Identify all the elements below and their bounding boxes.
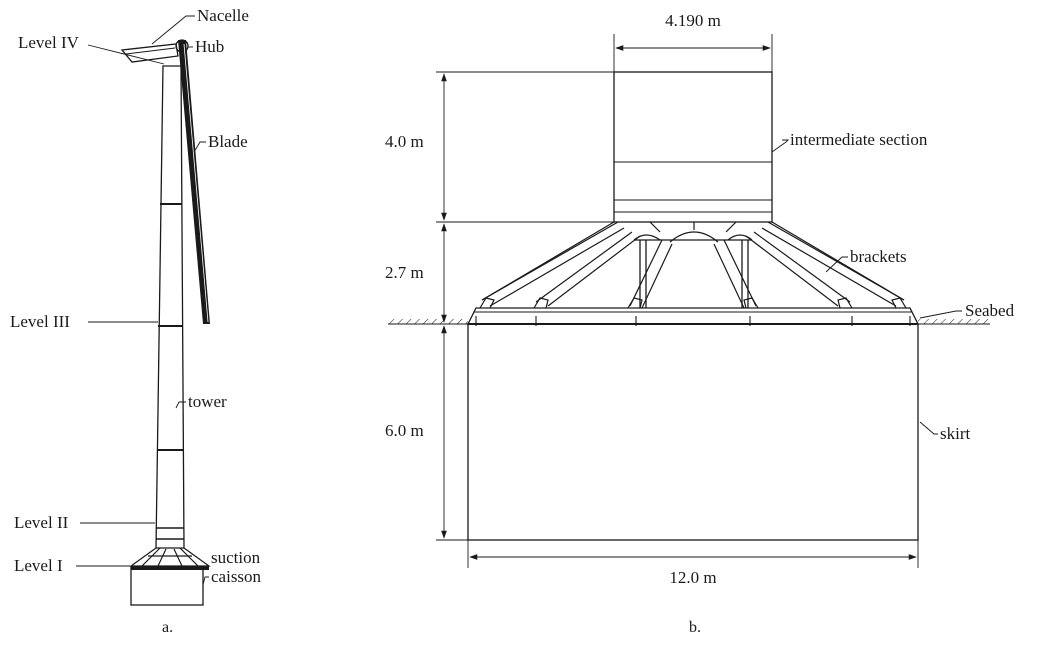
panel-b-leaders: [771, 139, 962, 435]
panel-b-caption: b.: [689, 619, 701, 636]
brackets-label: brackets: [850, 247, 907, 266]
dimension-lines: [436, 34, 919, 568]
suction-caisson-label-line1: suction: [211, 548, 261, 567]
tower-section-joints: [156, 203, 184, 540]
skirt-height-label: 6.0 m: [385, 421, 424, 440]
suction-caisson-label-line2: caisson: [211, 567, 262, 586]
seabed-label: Seabed: [965, 301, 1015, 320]
skirt-label: skirt: [940, 424, 971, 443]
tower-shaft: [155, 65, 185, 549]
top-width-label: 4.190 m: [665, 11, 721, 30]
nacelle-label: Nacelle: [197, 6, 249, 25]
bracket-struts: [481, 221, 905, 309]
turbine-brackets: [129, 547, 211, 567]
level-iv-label: Level IV: [18, 33, 80, 52]
intermediate-height-label: 4.0 m: [385, 132, 424, 151]
base-width-label: 12.0 m: [669, 568, 716, 587]
intermediate-section-label: intermediate section: [790, 130, 928, 149]
suction-caisson-shape: [130, 566, 204, 606]
hub-label: Hub: [195, 37, 224, 56]
blade-label: Blade: [208, 132, 248, 151]
level-i-label: Level I: [14, 556, 63, 575]
intermediate-section-shape: [613, 71, 773, 223]
bracket-feet: [479, 297, 907, 309]
panel-b-foundation: [388, 71, 990, 541]
tower-label: tower: [188, 392, 227, 411]
seabed-hatch-right: [918, 319, 990, 324]
panel-a-caption: a.: [162, 619, 173, 636]
level-ii-label: Level II: [14, 513, 69, 532]
skirt-shape: [467, 323, 919, 541]
bracket-height-label: 2.7 m: [385, 263, 424, 282]
panel-a-leaders: [76, 15, 209, 586]
seabed-hatch-left: [388, 319, 468, 324]
level-iii-label: Level III: [10, 312, 70, 331]
central-arches: [633, 231, 753, 308]
nacelle-shape: [120, 43, 179, 63]
panel-a-turbine: [120, 39, 211, 606]
